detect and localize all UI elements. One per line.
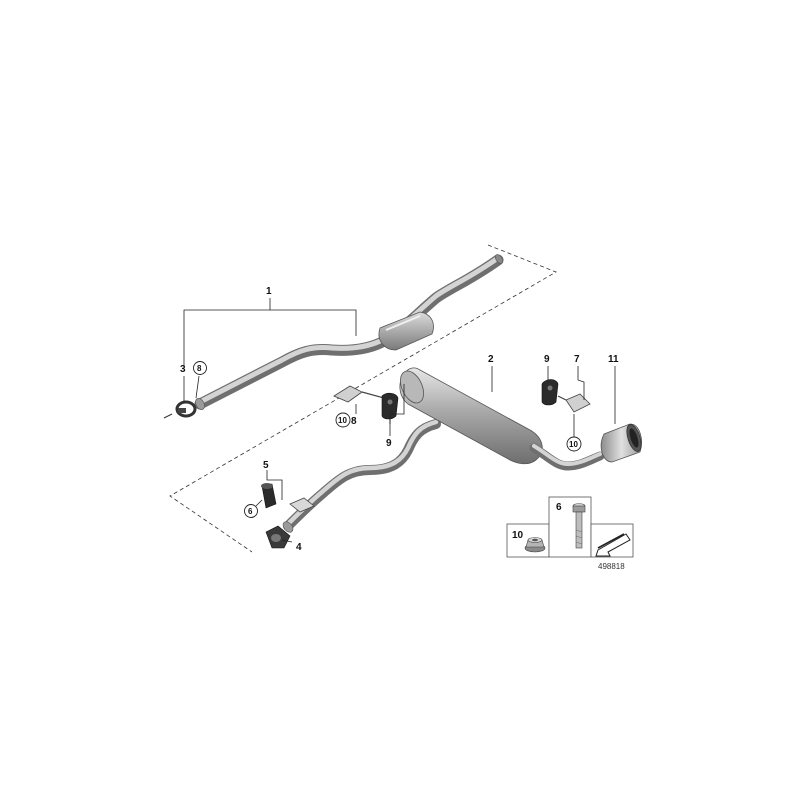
- exhaust-tip: [600, 423, 642, 463]
- callout-8: 8: [351, 416, 357, 427]
- rubber-hanger-right: [541, 379, 559, 406]
- legend-bolt-number: 6: [556, 502, 562, 513]
- bracket-right: [557, 393, 591, 413]
- direction-arrow-icon: [595, 533, 631, 557]
- hanger-bracket-lower: [289, 497, 315, 513]
- flange-nut-icon: [524, 537, 546, 553]
- svg-text:8: 8: [197, 364, 202, 373]
- pipe-clamp: [163, 400, 197, 419]
- image-reference-number: 498818: [598, 562, 625, 571]
- rubber-hanger-left: [381, 392, 399, 424]
- clamp-lower: [265, 525, 291, 549]
- callout-7: 7: [574, 354, 580, 365]
- legend-arrow-box: [590, 523, 634, 558]
- callout-6-circled: 6: [244, 504, 258, 518]
- rear-muffler: [399, 367, 605, 471]
- bolt-icon: [572, 503, 586, 549]
- callout-1: 1: [266, 286, 272, 297]
- callout-10-right: 10: [566, 436, 582, 452]
- svg-text:10: 10: [569, 440, 578, 449]
- callout-5: 5: [263, 460, 269, 471]
- callout-10-left: 10: [335, 412, 351, 428]
- bracket-left: [333, 385, 387, 405]
- legend-nut-box: 10: [506, 523, 550, 558]
- fastener-legend: 10 6: [506, 496, 634, 571]
- callout-3: 3: [180, 364, 186, 375]
- rear-section-pipe: [282, 419, 441, 533]
- callout-8-circled: 8: [193, 361, 207, 375]
- callout-2: 2: [488, 354, 494, 365]
- callout-9-top: 9: [544, 354, 550, 365]
- callout-9-bottom: 9: [386, 438, 392, 449]
- legend-nut-number: 10: [512, 530, 524, 541]
- callout-4: 4: [296, 542, 302, 553]
- catalytic-converter: [378, 311, 434, 351]
- callout-labels: 1 2 3 8 10 8 9 9 7 11 10 5 6 4: [180, 286, 619, 553]
- svg-text:10: 10: [338, 416, 347, 425]
- assembly-dashed-lines: [169, 244, 557, 553]
- rubber-mount-lower: [261, 483, 277, 509]
- legend-bolt-box: 6: [548, 496, 592, 558]
- leader-lines: [183, 298, 616, 543]
- front-pipe-catalytic-converter: [194, 254, 504, 410]
- svg-text:6: 6: [248, 507, 253, 516]
- callout-11: 11: [608, 354, 619, 365]
